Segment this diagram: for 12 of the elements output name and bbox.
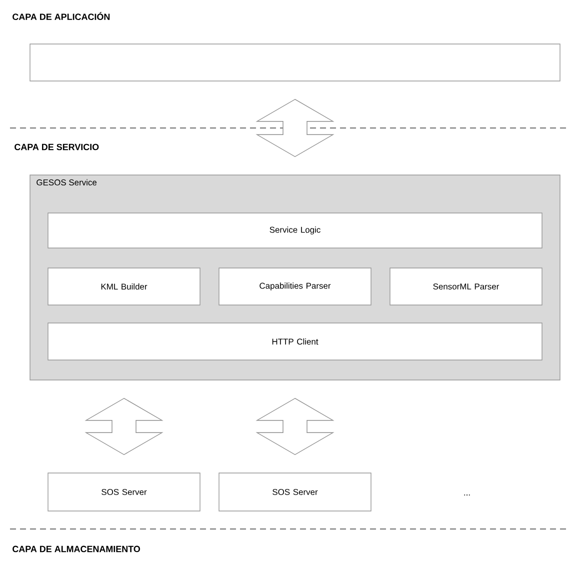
- layer-heading: CAPA DE SERVICIO: [14, 144, 99, 150]
- component-box: HTTP Client: [48, 322, 542, 360]
- ellipsis: ...: [464, 494, 470, 496]
- component-box: Capabilities Parser: [218, 268, 372, 306]
- component-box: Service Logic: [48, 212, 542, 248]
- application-box: [30, 44, 560, 82]
- component-box: SOS Server: [48, 472, 200, 512]
- component-box: KML Builder: [48, 268, 200, 306]
- layer-heading: CAPA DE APLICACIÓN: [12, 12, 110, 20]
- component-box: SensorML Parser: [390, 268, 542, 306]
- component-box: SOS Server: [218, 472, 372, 512]
- layer-heading: CAPA DE ALMACENAMIENTO: [12, 546, 140, 552]
